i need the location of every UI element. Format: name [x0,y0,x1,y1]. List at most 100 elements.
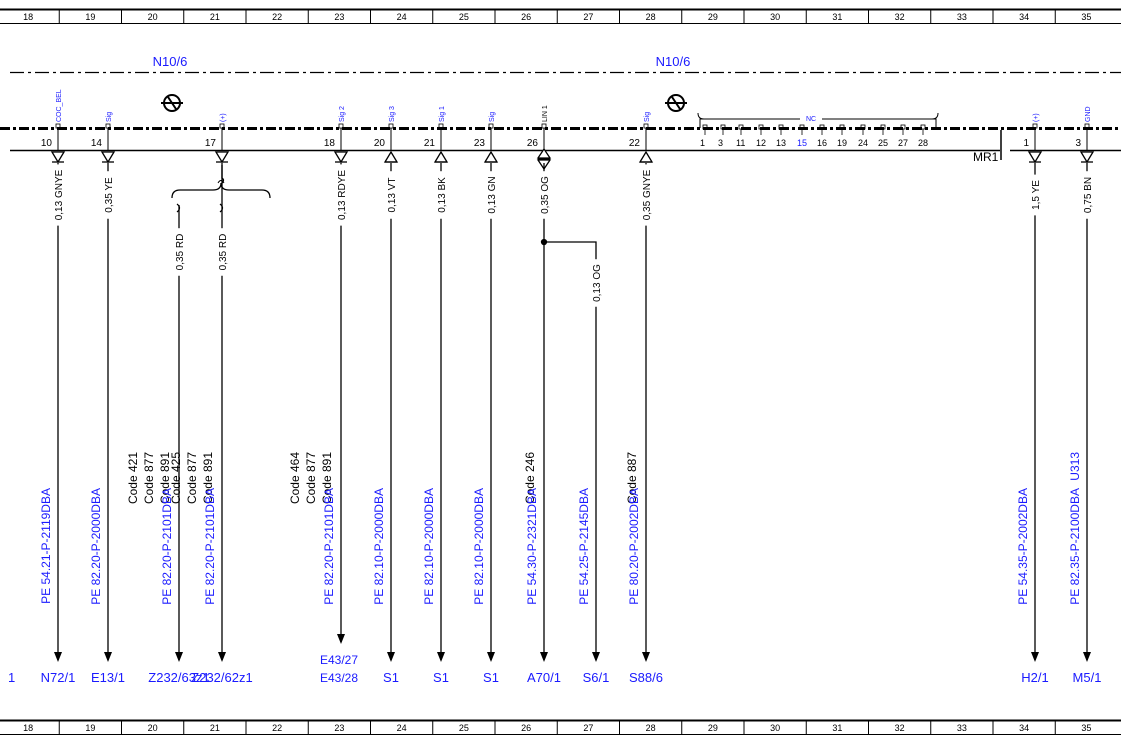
destination-label: E43/28 [320,671,358,685]
wire-end-arrow-icon [104,652,112,662]
grid-column-number: 23 [334,12,344,22]
wire-spec-label: 0,75 BN [1083,177,1094,213]
reference-link: PE 54.25-P-2145DBA [577,488,591,605]
reference-link: PE 82.10-P-2000DBA [422,488,436,605]
direction-arrow-icon [433,150,449,163]
destination-label: M5/1 [1073,670,1102,685]
wire-end-arrow-icon [1031,652,1039,662]
bottom-grid-dividers [58,720,1056,735]
grid-column-number: 34 [1019,12,1029,22]
grid-column-number: 35 [1081,723,1091,733]
nc-pin-number: 19 [837,138,847,148]
component-label-right: N10/6 [656,54,691,69]
grid-column-number: 29 [708,723,718,733]
direction-arrow-icon [536,147,552,159]
destination-label: S1 [383,670,399,685]
pin-signal-label: GND [1085,106,1092,122]
top-grid-dividers [58,9,1056,24]
wire-end-arrow-icon [387,652,395,662]
nc-group: NC [697,112,939,128]
code-label: Code 877 [304,452,318,504]
wire-end-arrow-icon [218,652,226,662]
code-label: Code 421 [126,452,140,504]
bus-symbol-icon [161,94,183,112]
grid-column-number: 28 [646,12,656,22]
nc-label: NC [806,116,816,123]
grid-column-number: 30 [770,12,780,22]
code-label: U313 [1068,452,1082,481]
grid-column-number: 24 [397,723,407,733]
destination-label: S88/6 [629,670,663,685]
reference-link: PE 82.20-P-2101DBA [160,488,174,605]
bus-symbol-icon [665,94,687,112]
code-label: Code 877 [185,452,199,504]
reference-link: PE 82.20-P-2101DBA [322,488,336,605]
grid-column-number: 22 [272,12,282,22]
grid-column-number: 33 [957,723,967,733]
wire-spec-label: 0,13 VT [387,177,398,212]
destination-label: Z232/63z1 [148,670,209,685]
destination-label: H2/1 [1021,670,1048,685]
grid-column-number: 27 [583,723,593,733]
wire-end-arrow-icon [592,652,600,662]
destination-label: E13/1 [91,670,125,685]
pin-signal-label: (+) [1033,113,1040,122]
pin-signal-label: Sig [106,112,113,122]
direction-arrow-icon [214,151,230,164]
grid-column-number: 33 [957,12,967,22]
grid-column-number: 25 [459,723,469,733]
reference-link: PE 82.20-P-2000DBA [89,488,103,605]
grid-column-number: 26 [521,12,531,22]
pin-signal-label: COC_BEL [56,89,63,122]
wire-end-arrow-icon [1083,652,1091,662]
direction-arrow-icon [50,151,66,164]
reference-link: PE 82.10-P-2000DBA [372,488,386,605]
grid-column-number: 32 [895,12,905,22]
pin-number: 1 [1023,138,1029,149]
code-label: Code 891 [201,452,215,504]
pin-number: 14 [91,138,103,149]
pin-number: 3 [1075,138,1081,149]
wire-spec-label: 0,13 RDYE [337,170,348,220]
pin-number: 18 [324,138,336,149]
wire-end-arrow-icon [487,652,495,662]
nc-pin-number: 12 [756,138,766,148]
grid-column-number: 31 [832,12,842,22]
edge-mark-label: MR1 [973,150,999,164]
nc-pin-number: 16 [817,138,827,148]
nc-pin-number: 15 [797,138,807,148]
destination-label: S1 [433,670,449,685]
grid-column-number: 35 [1081,12,1091,22]
grid-column-number: 19 [85,723,95,733]
wire-spec-label: 0,35 OG [540,176,551,214]
code-label: Code 891 [158,452,172,504]
direction-arrow-icon [383,150,399,163]
wire-end-arrow-icon [175,652,183,662]
grid-column-number: 23 [334,723,344,733]
wire-spec-label: 0,35 GNYE [642,169,653,220]
wire-spec-label: 0,13 GN [487,176,498,213]
pin-signal-label: Sig 3 [389,106,396,122]
nc-pin-number: 11 [736,138,745,148]
lin-branch [540,238,597,258]
grid-column-number: 29 [708,12,718,22]
grid-column-number: 25 [459,12,469,22]
direction-arrow-icon [483,150,499,163]
wire-spec-label: 0,35 YE [104,177,115,213]
grid-column-number: 20 [148,12,158,22]
wire-end-arrow-icon [437,652,445,662]
top-grid [0,8,1121,24]
destination-label: S6/1 [583,670,610,685]
grid-column-number: 22 [272,723,282,733]
grid-column-number: 21 [210,12,220,22]
grid-column-number: 26 [521,723,531,733]
grid-column-number: 28 [646,723,656,733]
direction-arrow-icon [638,150,654,163]
code-label: Code 425 [169,452,183,504]
